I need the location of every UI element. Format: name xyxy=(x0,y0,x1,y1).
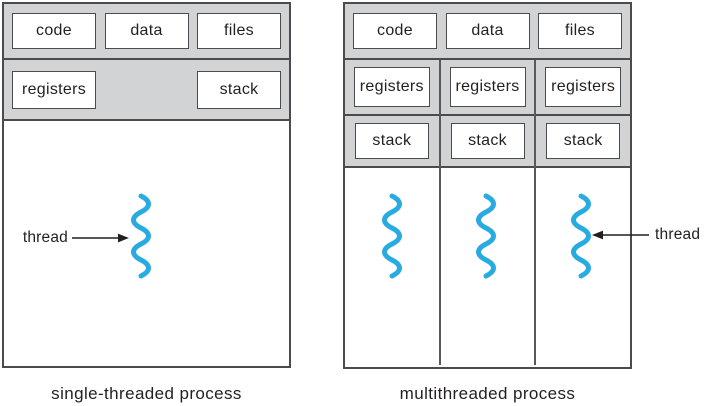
registers-box: registers xyxy=(353,67,430,107)
registers-cell: registers xyxy=(440,60,535,116)
caption-multithreaded: multithreaded process xyxy=(399,384,576,403)
registers-box: registers xyxy=(449,67,526,107)
thread-area xyxy=(440,168,535,365)
thread-area xyxy=(345,168,439,365)
code-label: code xyxy=(377,22,413,39)
caption-single-threaded: single-threaded process xyxy=(51,384,242,403)
stack-cell: stack xyxy=(345,116,439,168)
stack-cell: stack xyxy=(536,116,631,168)
stack-label: stack xyxy=(372,132,412,149)
thread-squiggle-icon xyxy=(476,193,496,279)
thread-column-3: registers stack xyxy=(534,60,631,365)
code-box: code xyxy=(12,13,96,49)
thread-squiggle-icon xyxy=(131,193,151,279)
arrow-left-icon xyxy=(592,230,649,240)
process-resources-band: code data files xyxy=(345,4,630,60)
stack-box: stack xyxy=(197,70,281,109)
thread-squiggle-icon xyxy=(382,193,402,279)
registers-label: registers xyxy=(551,78,616,95)
files-box: files xyxy=(538,13,622,49)
thread-column-1: registers stack xyxy=(345,60,439,365)
thread-label: thread xyxy=(22,229,68,246)
thread-column-2: registers stack xyxy=(438,60,535,365)
files-label: files xyxy=(224,22,254,39)
stack-label: stack xyxy=(468,132,507,149)
multithreaded-process-box: code data files registers stack xyxy=(343,2,632,369)
registers-stack-band: registers stack xyxy=(4,60,289,121)
registers-box: registers xyxy=(545,67,622,107)
process-resources-band: code data files xyxy=(4,4,289,60)
registers-label: registers xyxy=(359,78,424,95)
stack-box: stack xyxy=(450,123,525,159)
registers-box: registers xyxy=(12,70,96,109)
registers-label: registers xyxy=(455,78,520,95)
code-label: code xyxy=(36,22,72,39)
thread-label: thread xyxy=(655,226,701,243)
files-box: files xyxy=(197,13,281,49)
registers-label: registers xyxy=(21,80,87,98)
data-label: data xyxy=(130,22,163,39)
registers-cell: registers xyxy=(536,60,631,116)
single-threaded-process-box: code data files registers stack xyxy=(2,2,291,368)
stack-label: stack xyxy=(563,132,603,149)
stack-cell: stack xyxy=(440,116,535,168)
files-label: files xyxy=(565,22,595,39)
data-label: data xyxy=(471,22,504,39)
stack-label: stack xyxy=(219,80,259,98)
stack-box: stack xyxy=(546,123,621,159)
registers-cell: registers xyxy=(345,60,439,116)
arrow-right-icon xyxy=(72,233,129,243)
thread-squiggle-icon xyxy=(571,193,591,279)
data-box: data xyxy=(104,13,189,49)
data-box: data xyxy=(445,13,530,49)
thread-columns: registers stack registers xyxy=(345,60,631,365)
code-box: code xyxy=(353,13,437,49)
thread-area xyxy=(536,168,631,365)
stack-box: stack xyxy=(354,123,429,159)
